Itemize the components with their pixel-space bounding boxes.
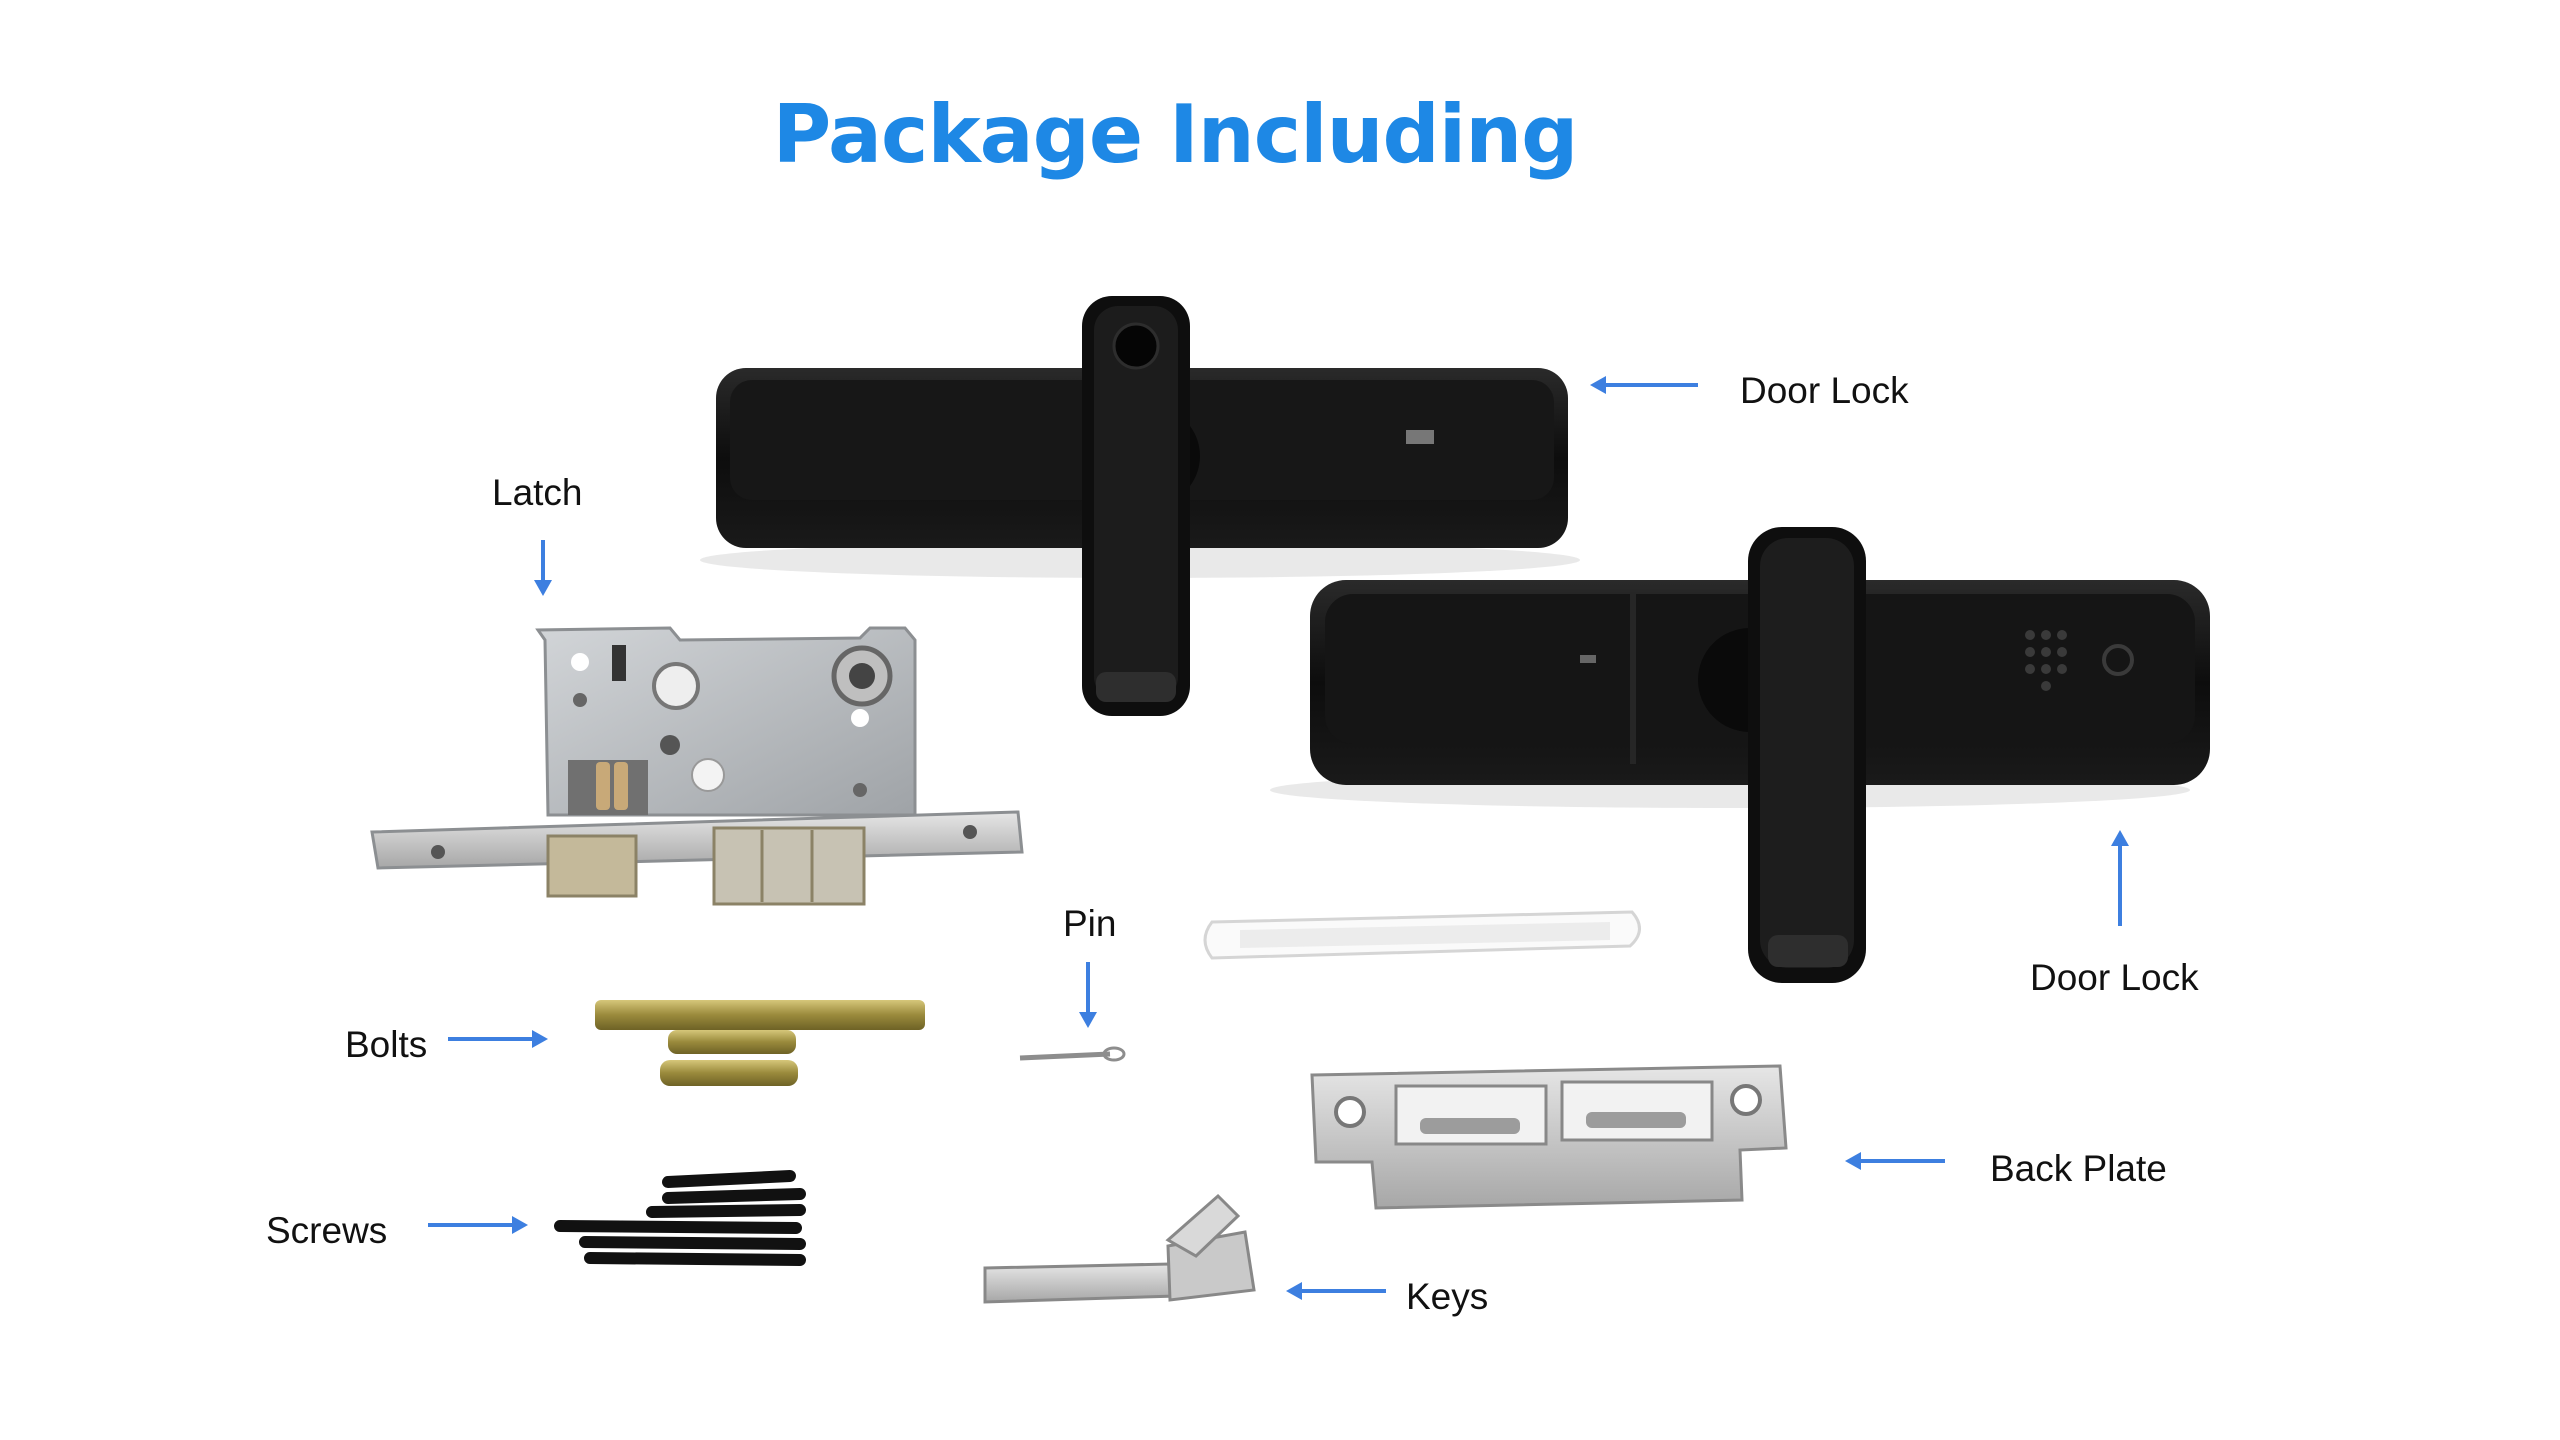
arrow-left-icon (1845, 1152, 1945, 1170)
label-screws: Screws (266, 1210, 388, 1251)
label-pin: Pin (1063, 903, 1117, 944)
back-plate (1310, 1064, 1788, 1210)
label-latch: Latch (492, 472, 583, 513)
arrow-down-icon (1079, 962, 1097, 1028)
arrow-left-icon (1590, 376, 1698, 394)
cover-piece (1203, 910, 1641, 960)
screws (554, 1170, 806, 1266)
arrow-left-icon (1286, 1282, 1386, 1300)
door-lock-bottom (1270, 527, 2210, 983)
label-door-lock-top: Door Lock (1740, 370, 1909, 411)
arrow-up-icon (2111, 830, 2129, 926)
bolts (595, 1000, 925, 1086)
label-back-plate: Back Plate (1990, 1148, 2167, 1189)
keys (983, 1193, 1256, 1304)
arrow-right-icon (428, 1216, 528, 1234)
arrow-right-icon (448, 1030, 548, 1048)
pin (1019, 1046, 1126, 1062)
label-keys: Keys (1406, 1276, 1489, 1317)
label-bolts: Bolts (345, 1024, 428, 1065)
label-door-lock-bottom: Door Lock (2030, 957, 2199, 998)
door-lock-top (700, 296, 1580, 716)
arrow-down-icon (534, 540, 552, 596)
page-title: Package Including (772, 88, 1579, 181)
latch (370, 626, 1024, 906)
